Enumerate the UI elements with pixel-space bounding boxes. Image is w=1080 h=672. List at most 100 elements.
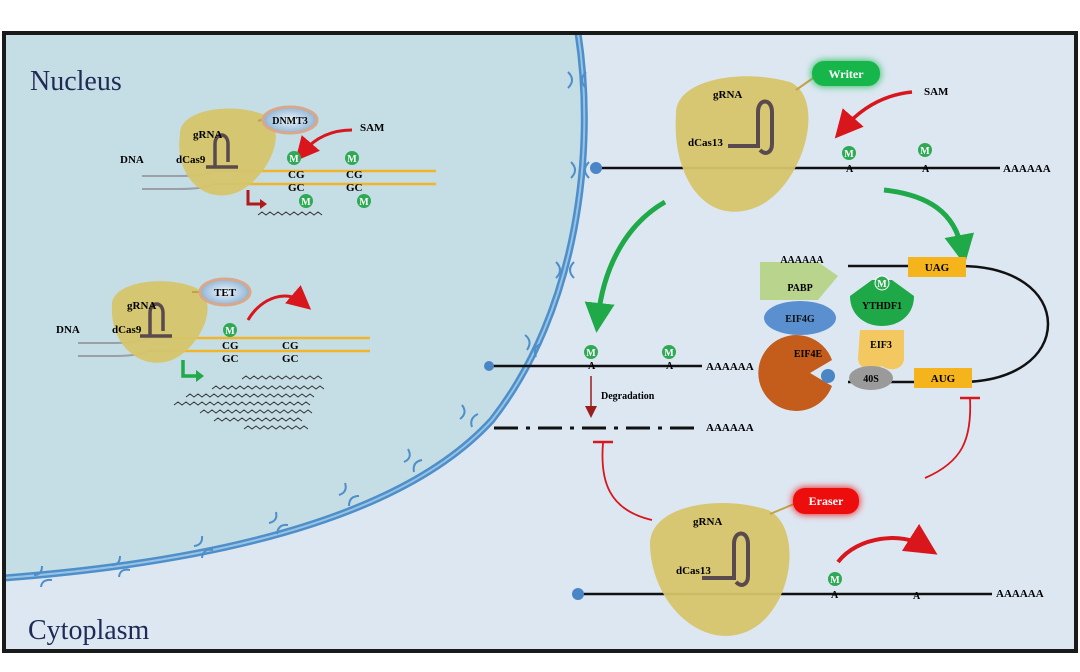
transcript-squiggle	[257, 211, 323, 216]
eif4e-label: EIF4E	[794, 349, 823, 360]
grna-hairpin	[213, 133, 230, 167]
dcas9-label: dCas9	[176, 154, 206, 166]
ribosome-label: 40S	[863, 374, 879, 385]
svg-text:M: M	[359, 197, 369, 208]
cytoplasm-title: Cytoplasm	[28, 615, 150, 646]
grna-label: gRNA	[693, 516, 722, 528]
eif3-label: EIF3	[870, 340, 892, 351]
inhibition-line-translation	[924, 397, 972, 479]
polya-tail: AAAAAA	[706, 422, 754, 434]
sam-label: SAM	[360, 122, 385, 134]
dna-eraser-panel: TET gRNA dCas9 DNA M CG CG GC GC	[56, 277, 370, 430]
dna-writer-panel: DNMT3 gRNA dCas9 DNA SAM M M M M CG CG G…	[120, 105, 436, 216]
decay-pathway-arrow	[584, 199, 667, 333]
polya-tail: AAAAAA	[780, 255, 824, 266]
svg-text:M: M	[301, 197, 311, 208]
base-pair-label: GC	[222, 353, 239, 365]
methyl-mark: M	[345, 151, 359, 165]
tet-enzyme	[198, 277, 252, 307]
svg-text:M: M	[920, 146, 930, 157]
dcas13-protein	[649, 502, 790, 636]
eif4e-protein	[758, 335, 832, 412]
nuclear-pores	[33, 71, 590, 588]
nucleus-title: Nucleus	[30, 66, 122, 97]
methyl-mark: M	[357, 194, 371, 208]
pabp-protein	[760, 262, 838, 300]
svg-text:M: M	[225, 326, 235, 337]
methyl-mark: M	[918, 143, 932, 157]
methyl-mark: M	[584, 345, 598, 359]
svg-text:M: M	[664, 348, 674, 359]
rna-writer-panel: gRNA dCas13 Writer SAM M M A A AAAAAA	[590, 61, 1051, 212]
eif4g-protein	[764, 301, 836, 335]
start-codon	[914, 368, 972, 388]
mrna-cap	[590, 162, 602, 174]
svg-text:M: M	[586, 348, 596, 359]
sam-label: SAM	[924, 86, 949, 98]
methyl-mark: M	[223, 323, 237, 337]
svg-text:M: M	[347, 154, 357, 165]
rna-eraser-panel: gRNA dCas13 Eraser M A A AAAAAA	[572, 488, 1044, 636]
figure-border	[2, 31, 1078, 653]
adenosine-site: A	[913, 591, 921, 602]
degradation-label: Degradation	[601, 391, 655, 402]
ythdf1-label: YTHDF1	[862, 301, 902, 312]
dnmt3-enzyme	[261, 105, 319, 135]
grna-hairpin	[728, 99, 774, 148]
stop-codon	[908, 257, 966, 277]
dcas9-label: dCas9	[112, 324, 142, 336]
active-promoter-arrow	[181, 360, 197, 378]
svg-text:M: M	[289, 154, 299, 165]
polya-tail: AAAAAA	[706, 361, 754, 373]
grna-label: gRNA	[193, 129, 222, 141]
degradation-panel: M M A A AAAAAA Degradation AAAAAA	[484, 345, 754, 434]
adenosine-site: A	[831, 590, 839, 601]
demethylation-arrow	[836, 523, 938, 564]
adenosine-site: A	[588, 361, 596, 372]
polya-tail: AAAAAA	[996, 588, 1044, 600]
adenosine-site: A	[922, 164, 930, 175]
sam-arrow	[834, 90, 913, 139]
grna-label: gRNA	[127, 300, 156, 312]
adenosine-site: A	[846, 164, 854, 175]
eraser-label: Eraser	[809, 494, 844, 508]
transcript-squiggles	[173, 375, 325, 430]
dcas9-protein	[111, 281, 208, 363]
translation-pathway-arrow	[883, 187, 975, 265]
methyl-mark: M	[299, 194, 313, 208]
writer-label: Writer	[828, 67, 864, 81]
methyl-mark: M	[287, 151, 301, 165]
dna-label: DNA	[120, 154, 144, 166]
adenosine-site: A	[666, 361, 674, 372]
base-pair-label: GC	[346, 182, 363, 194]
start-codon-label: AUG	[931, 373, 956, 385]
tet-label: TET	[214, 287, 237, 299]
writer-enzyme	[812, 61, 880, 86]
base-pair-label: CG	[282, 340, 299, 352]
sam-arrow	[295, 128, 353, 162]
stop-codon-label: UAG	[925, 262, 950, 274]
base-pair-label: GC	[282, 353, 299, 365]
base-pair-label: CG	[288, 169, 305, 181]
eif3-protein	[858, 330, 904, 370]
circular-mrna	[848, 264, 1050, 384]
inhibition-line-degradation	[601, 442, 653, 521]
base-pair-label: GC	[288, 182, 305, 194]
pabp-label: PABP	[787, 283, 812, 294]
ribosome-40s	[849, 366, 893, 390]
dcas13-label: dCas13	[688, 137, 723, 149]
repressed-promoter-arrow	[246, 190, 262, 206]
grna-label: gRNA	[713, 89, 742, 101]
demethylation-arrow	[246, 285, 312, 321]
eraser-enzyme	[793, 488, 859, 514]
methyl-mark: M	[662, 345, 676, 359]
ythdf1-protein	[850, 280, 914, 326]
eif4g-label: EIF4G	[785, 314, 815, 325]
polya-tail: AAAAAA	[1003, 163, 1051, 175]
base-pair-label: CG	[222, 340, 239, 352]
dnmt3-label: DNMT3	[272, 116, 308, 127]
methyl-mark: M	[828, 572, 842, 586]
translation-panel: AAAAAA PABP EIF4G EIF4E M YTHDF1 EIF3 40…	[758, 255, 1050, 412]
